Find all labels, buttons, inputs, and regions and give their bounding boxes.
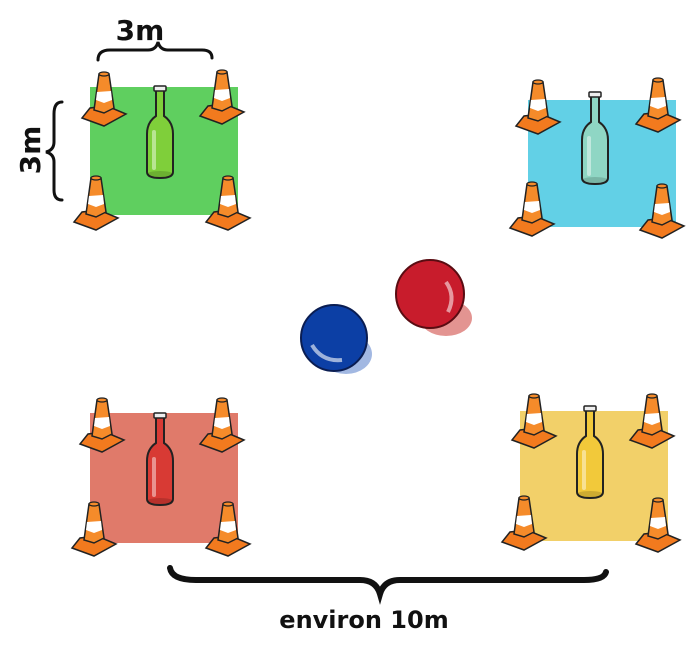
distance-brace — [167, 565, 609, 605]
ball-icon — [395, 259, 465, 329]
zone-bottom-right — [501, 393, 681, 553]
ball-red — [395, 259, 472, 336]
ball-blue — [300, 304, 372, 374]
width-label: 3m — [116, 14, 165, 47]
zone-bottom-left — [71, 397, 251, 557]
height-label: 3m — [14, 126, 47, 175]
zone-top-right — [509, 77, 685, 239]
zone-top-left — [73, 69, 251, 231]
distance-label: environ 10m — [279, 606, 448, 634]
height-brace — [45, 100, 64, 202]
width-brace — [96, 41, 214, 62]
